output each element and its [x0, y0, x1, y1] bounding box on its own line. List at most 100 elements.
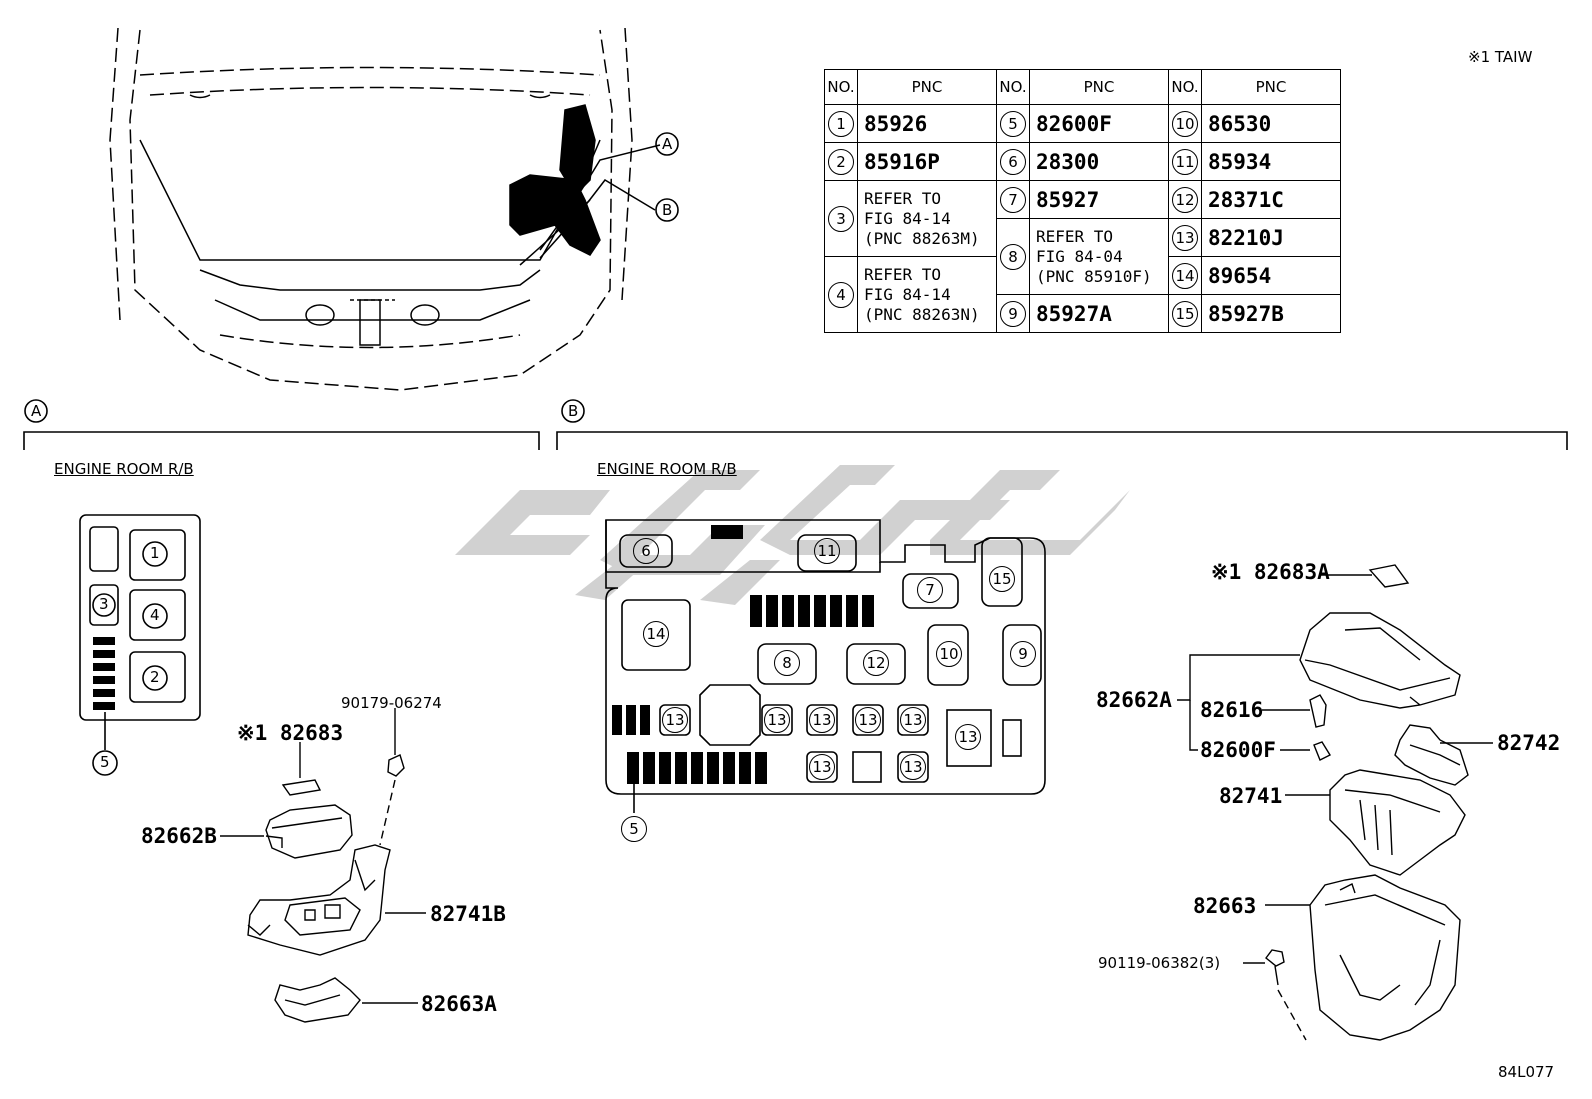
row-no-5: 5	[1000, 110, 1026, 137]
section-a-bracket	[23, 431, 540, 450]
row-no-14: 14	[1172, 262, 1198, 289]
callout-a-circle	[655, 132, 679, 156]
row-no-13: 13	[1172, 224, 1198, 251]
table-row: 8 REFER TO FIG 84-04 (PNC 85910F) 13 822…	[825, 218, 1341, 295]
callout-b-circle	[655, 198, 679, 222]
header-pnc-3: PNC	[1201, 69, 1341, 105]
ref-8-line-2: FIG 84-04	[1036, 246, 1123, 266]
part-82616: 82616	[1200, 698, 1264, 722]
callout-b-label: B	[662, 201, 673, 219]
section-b-title: ENGINE ROOM R/B	[597, 460, 737, 478]
row-pnc-10: 86530	[1201, 104, 1341, 143]
part-90119-06382: 90119-06382(3)	[1098, 954, 1221, 972]
parts-table: NO. PNC NO. PNC NO. PNC 1 85926 5 82600F…	[824, 69, 1341, 333]
car-front-view	[109, 27, 661, 391]
part-82662a: 82662A	[1096, 688, 1172, 712]
part-82741b: 82741B	[430, 902, 506, 926]
ref-3-line-2: FIG 84-14	[864, 208, 951, 228]
part-82683: ※1 82683	[237, 721, 344, 745]
diagram-code: 84L077	[1498, 1063, 1555, 1081]
row-no-11: 11	[1172, 148, 1198, 175]
row-pnc-12: 28371C	[1201, 180, 1341, 219]
ref-3-line-1: REFER TO	[864, 188, 942, 208]
table-row: 9 85927A 15 85927B	[825, 294, 1341, 333]
num-13-b1: 13	[662, 707, 688, 733]
num-5-a: 5	[100, 753, 110, 771]
row-no-6: 6	[1000, 148, 1026, 175]
row-no-3: 3	[828, 205, 854, 232]
header-pnc-1: PNC	[857, 69, 997, 105]
row-pnc-15: 85927B	[1201, 294, 1341, 333]
section-a-circle	[24, 399, 48, 423]
row-pnc-9: 85927A	[1029, 294, 1169, 333]
table-header-row: NO. PNC NO. PNC NO. PNC	[824, 69, 1341, 105]
row-no-15: 15	[1172, 300, 1198, 327]
header-no-2: NO.	[996, 69, 1030, 105]
relay-box-b	[605, 519, 1046, 813]
num-10-b: 10	[936, 641, 962, 667]
row-no-7: 7	[1000, 186, 1026, 213]
row-no-1: 1	[828, 110, 854, 137]
row-pnc-2: 85916P	[857, 142, 997, 181]
num-12-b: 12	[863, 650, 889, 676]
row-pnc-7: 85927	[1029, 180, 1169, 219]
ref-4-line-1: REFER TO	[864, 264, 942, 284]
section-b-bracket	[556, 431, 1568, 450]
row-ref-8: REFER TO FIG 84-04 (PNC 85910F)	[1029, 218, 1169, 295]
num-7-b: 7	[917, 577, 943, 603]
row-pnc-1: 85926	[857, 104, 997, 143]
parts-b	[1177, 564, 1493, 1041]
part-82683a: ※1 82683A	[1211, 560, 1330, 584]
row-no-4: 4	[828, 281, 854, 308]
relay-box-a	[79, 514, 201, 776]
row-pnc-14: 89654	[1201, 256, 1341, 295]
num-9-b: 9	[1010, 641, 1036, 667]
section-b-circle	[561, 399, 585, 423]
header-no-3: NO.	[1168, 69, 1202, 105]
ref-4-line-3: (PNC 88263N)	[864, 304, 980, 324]
part-82663: 82663	[1193, 894, 1257, 918]
ref-8-line-1: REFER TO	[1036, 226, 1114, 246]
num-14-b: 14	[643, 621, 669, 647]
part-90179-06274: 90179-06274	[341, 694, 442, 712]
table-row: 3 REFER TO FIG 84-14 (PNC 88263M) 7 8592…	[824, 180, 1341, 257]
num-6-b: 6	[633, 538, 659, 564]
num-13-b2: 13	[764, 707, 790, 733]
part-82662b: 82662B	[141, 824, 217, 848]
row-pnc-11: 85934	[1201, 142, 1341, 181]
part-82741: 82741	[1219, 784, 1283, 808]
section-b-label: B	[568, 402, 579, 420]
num-13-b3: 13	[809, 707, 835, 733]
num-11-b: 11	[814, 538, 840, 564]
num-1-a: 1	[150, 544, 160, 562]
num-2-a: 2	[150, 668, 160, 686]
row-ref-4: REFER TO FIG 84-14 (PNC 88263N)	[857, 256, 997, 333]
row-no-10: 10	[1172, 110, 1198, 137]
callout-a-label: A	[662, 135, 673, 153]
ref-3-line-3: (PNC 88263M)	[864, 228, 980, 248]
table-row: 4 REFER TO FIG 84-14 (PNC 88263N) 14 896…	[824, 256, 1341, 333]
parts-a	[220, 708, 426, 1023]
num-13-b6: 13	[955, 724, 981, 750]
section-a-title: ENGINE ROOM R/B	[54, 460, 194, 478]
row-no-8: 8	[1000, 243, 1026, 270]
table-row: 1 85926 5 82600F 10 86530	[824, 104, 1341, 143]
part-82663a: 82663A	[421, 992, 497, 1016]
table-row: 2 85916P 6 28300 11 85934	[824, 142, 1341, 181]
header-pnc-2: PNC	[1029, 69, 1169, 105]
num-8-b: 8	[774, 650, 800, 676]
row-no-12: 12	[1172, 186, 1198, 213]
ref-4-line-2: FIG 84-14	[864, 284, 951, 304]
row-pnc-5: 82600F	[1029, 104, 1169, 143]
num-15-b: 15	[989, 566, 1015, 592]
row-pnc-13: 82210J	[1201, 218, 1341, 257]
section-a-label: A	[31, 402, 42, 420]
row-no-2: 2	[828, 148, 854, 175]
ref-8-line-3: (PNC 85910F)	[1036, 266, 1152, 286]
num-5-b: 5	[621, 816, 647, 842]
part-82600f: 82600F	[1200, 738, 1276, 762]
num-13-b8: 13	[900, 754, 926, 780]
watermark-logo	[455, 465, 1130, 605]
num-13-b7: 13	[809, 754, 835, 780]
note-taiw: ※1 TAIW	[1468, 48, 1533, 66]
